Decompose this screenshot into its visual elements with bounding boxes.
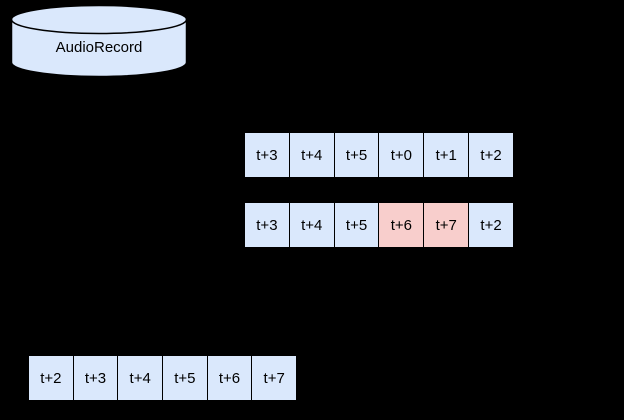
buffer-row-top: t+3 t+4 t+5 t+0 t+1 t+2 [244, 132, 514, 178]
buffer-cell: t+2 [469, 133, 513, 177]
buffer-cell: t+5 [334, 203, 380, 247]
buffer-cell-highlighted: t+7 [424, 203, 470, 247]
audiorecord-cylinder: AudioRecord [10, 4, 188, 78]
cylinder-body [10, 4, 188, 78]
buffer-cell: t+5 [334, 133, 380, 177]
buffer-row-middle: t+3 t+4 t+5 t+6 t+7 t+2 [244, 202, 514, 248]
buffer-cell: t+4 [289, 133, 335, 177]
buffer-cell: t+7 [252, 356, 297, 400]
buffer-cell: t+4 [118, 356, 164, 400]
audiorecord-label: AudioRecord [55, 38, 143, 56]
buffer-cell-highlighted: t+6 [379, 203, 425, 247]
buffer-row-bottom: t+2 t+3 t+4 t+5 t+6 t+7 [28, 355, 297, 401]
buffer-cell: t+3 [245, 203, 290, 247]
buffer-cell: t+6 [207, 356, 253, 400]
buffer-cell: t+4 [289, 203, 335, 247]
buffer-cell: t+3 [73, 356, 119, 400]
buffer-cell: t+0 [379, 133, 425, 177]
buffer-cell: t+2 [29, 356, 74, 400]
buffer-cell: t+2 [469, 203, 513, 247]
buffer-cell: t+1 [424, 133, 470, 177]
buffer-cell: t+3 [245, 133, 290, 177]
cylinder-top-ellipse [10, 19, 188, 35]
cylinder-shape [10, 4, 188, 78]
buffer-cell: t+5 [163, 356, 208, 400]
